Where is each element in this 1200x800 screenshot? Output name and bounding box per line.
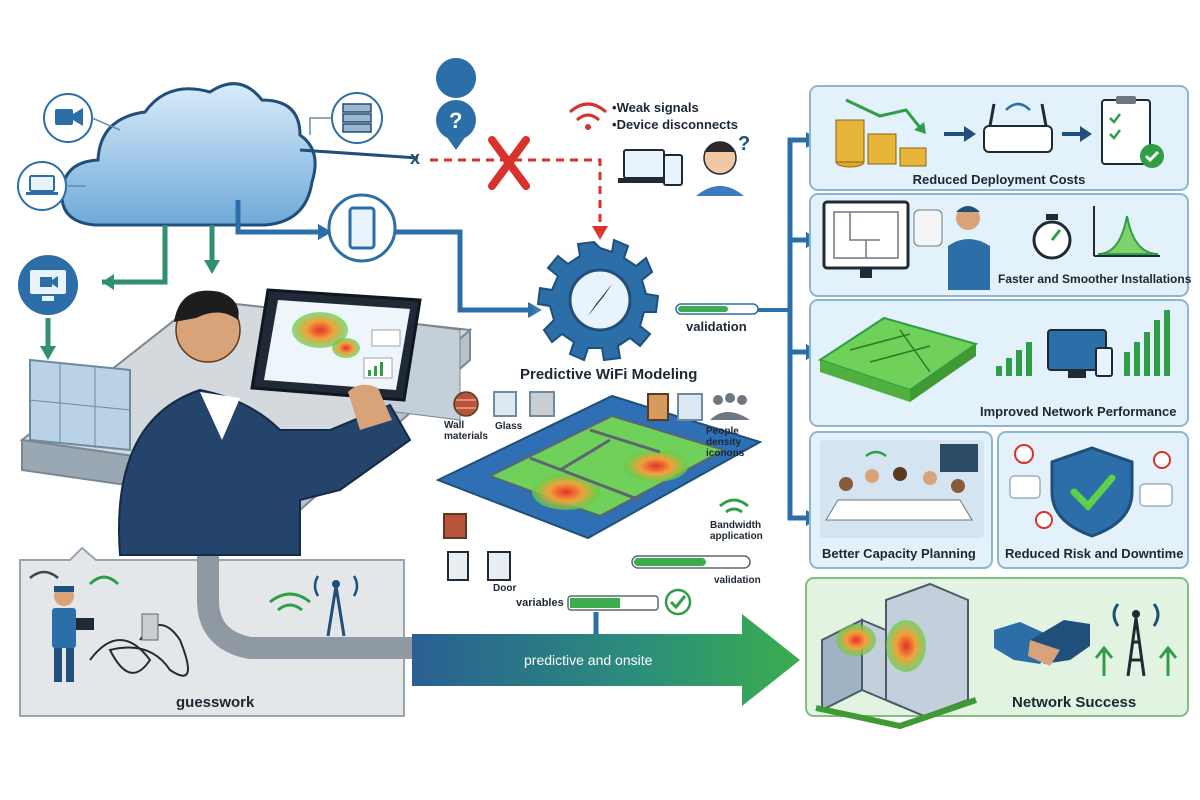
green-floorplan-icon — [817, 316, 979, 402]
material-swatches — [443, 391, 750, 581]
problem-bullets: Weak signals Device disconnects — [612, 99, 738, 133]
reduced-costs-caption: Reduced Deployment Costs — [912, 172, 1086, 187]
gear-compass-icon — [536, 238, 660, 362]
bell-curve-icon — [1093, 206, 1160, 257]
cell-tower-small-icon — [313, 575, 359, 637]
weak-wifi-icon — [569, 102, 607, 130]
checklist-icon — [1101, 96, 1164, 168]
guesswork-label: guesswork — [176, 694, 255, 711]
validation-bar-bottom — [631, 555, 751, 569]
technician-icon — [52, 586, 94, 682]
monitor-phone-icon — [1047, 329, 1113, 378]
risk-caption: Reduced Risk and Downtime — [1005, 546, 1184, 561]
video-camera-icon — [43, 93, 93, 143]
bandwidth-label: Bandwidth application — [710, 520, 763, 542]
blueprint-screen-icon — [822, 200, 910, 278]
laptop-icon — [17, 161, 67, 211]
predictive-onsite-label: predictive and onsite — [524, 652, 653, 668]
people-density-icon — [710, 393, 750, 420]
svg-text:?: ? — [738, 133, 750, 155]
wall-materials-label: Wall materials — [444, 420, 488, 442]
router-icon — [983, 102, 1053, 153]
server-icon — [331, 92, 383, 144]
glass-label: Glass — [495, 421, 523, 432]
variables-bar — [567, 595, 659, 611]
variables-label: variables — [516, 597, 564, 609]
faster-caption: Faster and Smoother Installations — [998, 272, 1192, 286]
bullet-weak-signals: Weak signals — [612, 99, 738, 116]
center-title: Predictive WiFi Modeling — [520, 366, 698, 383]
signal-bars-icon — [996, 310, 1170, 376]
validation-progress-bar — [675, 303, 759, 315]
bullet-device-disconnects: Device disconnects — [612, 116, 738, 133]
wifi-icons-guess — [29, 570, 311, 612]
cell-tower-icon — [1094, 603, 1178, 677]
error-cross-icon — [488, 136, 530, 190]
installer-icon — [913, 206, 990, 290]
confused-person-icon: ? — [696, 133, 750, 196]
question-icon: ? — [436, 58, 477, 150]
floor-plan-model — [435, 394, 763, 540]
tangled-cables — [89, 613, 189, 677]
handshake-icon — [994, 620, 1090, 666]
success-caption: Network Success — [1012, 694, 1137, 711]
monitor-camera-icon — [18, 255, 78, 315]
smartphone-icon — [327, 193, 397, 263]
stopwatch-icon — [1032, 214, 1072, 260]
engineer-person — [118, 290, 412, 556]
door-label: Door — [493, 583, 517, 594]
meeting-room-icon — [820, 440, 984, 538]
tablet-heatmap — [250, 288, 422, 402]
shield-check-icon — [1009, 444, 1173, 538]
coins-icon — [835, 98, 927, 168]
performance-caption: Improved Network Performance — [980, 404, 1177, 419]
bandwidth-wifi-icon — [719, 498, 749, 514]
validation-label-top: validation — [686, 319, 747, 334]
capacity-caption: Better Capacity Planning — [822, 546, 976, 561]
people-density-label: People density iconons — [706, 426, 745, 459]
validation-label-bottom: validation — [714, 575, 761, 586]
disconnected-devices-icon — [618, 149, 683, 186]
cloud-icon — [60, 82, 317, 227]
heatmap-buildings-icon — [815, 582, 977, 730]
predictive-onsite-arrow — [412, 614, 800, 706]
svg-text:?: ? — [449, 108, 462, 133]
svg-text:x: x — [410, 148, 420, 168]
check-circle-icon — [664, 588, 692, 616]
